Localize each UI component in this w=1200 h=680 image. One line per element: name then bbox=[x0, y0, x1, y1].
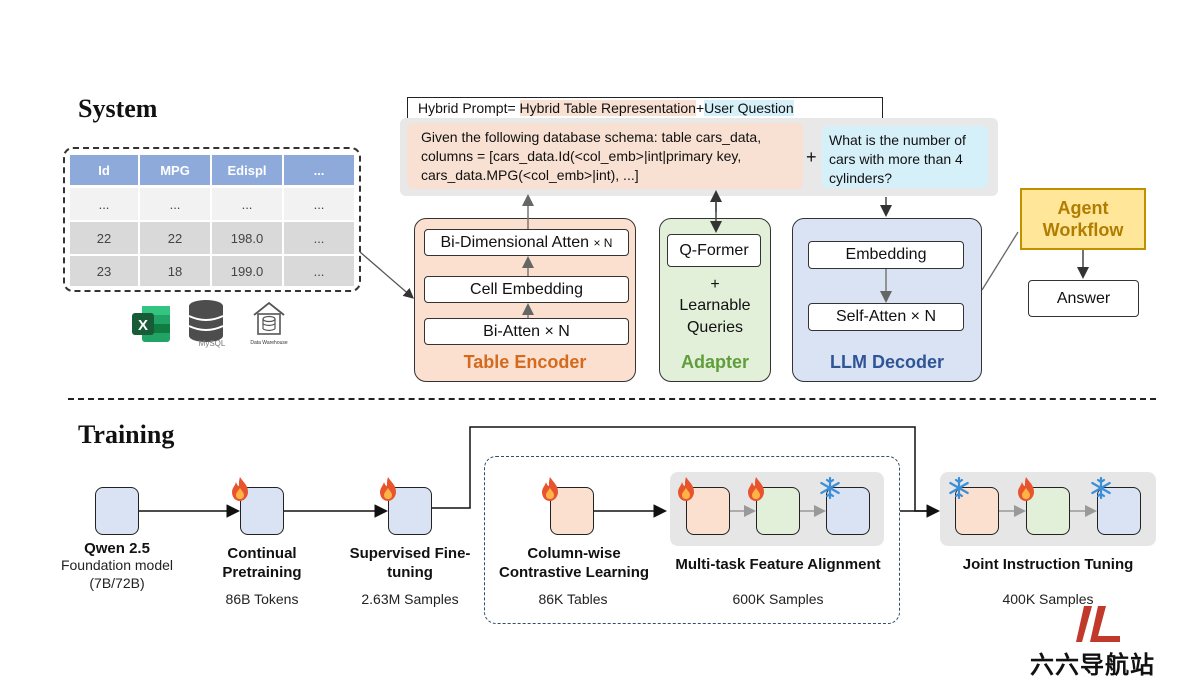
cell-embedding-layer: Cell Embedding bbox=[424, 276, 629, 303]
table-divider bbox=[282, 155, 284, 185]
table-divider bbox=[282, 188, 284, 286]
stage-title-joint-instruction-tuning: Joint Instruction Tuning bbox=[962, 556, 1134, 573]
table-header-cell: ... bbox=[313, 162, 325, 178]
svg-text:X: X bbox=[138, 317, 148, 334]
flame-icon bbox=[542, 477, 558, 501]
arrow-decoder-to-agent bbox=[981, 231, 1019, 291]
arrow-table-to-encoder bbox=[359, 251, 414, 299]
hybrid-prompt-plus: + bbox=[695, 100, 705, 116]
prompt-plus-sign: + bbox=[806, 147, 817, 167]
table-cell: ... bbox=[313, 196, 325, 212]
flame-icon bbox=[748, 477, 764, 501]
table-cell: ... bbox=[241, 196, 253, 212]
flame-icon bbox=[380, 477, 396, 501]
joint-adapter-box bbox=[1026, 487, 1070, 535]
svg-text:Data Warehouse: Data Warehouse bbox=[250, 340, 288, 346]
hybrid-prompt-label: Hybrid Prompt= bbox=[418, 100, 520, 116]
watermark-logo-icon bbox=[1076, 606, 1120, 642]
stage-title-supervised-finetuning: Supervised Fine-tuning bbox=[349, 545, 471, 581]
stage-sub-supervised-finetuning: 2.63M Samples bbox=[361, 591, 459, 607]
table-cell: 23 bbox=[96, 263, 112, 279]
table-cell: 198.0 bbox=[230, 230, 264, 246]
stage-title-column-contrastive: Column-wise Contrastive Learning bbox=[498, 545, 650, 581]
answer-box: Answer bbox=[1028, 280, 1139, 317]
table-cell: 199.0 bbox=[230, 263, 264, 279]
table-cell: 22 bbox=[167, 230, 183, 246]
hybrid-table-representation-label: Hybrid Table Representation bbox=[519, 100, 696, 116]
learnable-queries-label: Learnable Queries bbox=[679, 297, 751, 336]
system-connectors bbox=[359, 190, 1089, 318]
table-cell: ... bbox=[98, 196, 110, 212]
stage-title-qwen: Qwen 2.5 bbox=[84, 540, 150, 557]
table-divider bbox=[138, 155, 140, 185]
training-section-title: Training bbox=[78, 420, 175, 449]
flame-icon bbox=[678, 477, 694, 501]
adapter-plus-sign: + bbox=[710, 276, 720, 293]
stage-title-multitask-alignment: Multi-task Feature Alignment bbox=[675, 556, 881, 573]
stage-sub-joint-instruction-tuning: 400K Samples bbox=[1002, 591, 1094, 607]
qwen-stage-box bbox=[95, 487, 139, 535]
table-cell: ... bbox=[169, 196, 181, 212]
table-row bbox=[70, 222, 354, 254]
bi-dimensional-atten-layer: Bi-Dimensional Atten × N bbox=[424, 229, 629, 256]
snowflake-icon bbox=[820, 476, 840, 500]
table-header-row bbox=[70, 155, 354, 185]
sample-data-table bbox=[63, 147, 361, 292]
table-header-cell: Edispl bbox=[227, 162, 267, 178]
alignment-stage-group bbox=[484, 456, 900, 624]
table-cell: 22 bbox=[96, 230, 112, 246]
bi-dimensional-atten-suffix: × N bbox=[593, 235, 613, 250]
bi-dimensional-atten-label: Bi-Dimensional Atten bbox=[440, 233, 590, 251]
schema-text-box: Given the following database schema: tab… bbox=[407, 123, 803, 189]
table-row bbox=[70, 256, 354, 286]
flame-icon bbox=[232, 477, 248, 501]
stage-sub-qwen: Foundation model (7B/72B) bbox=[60, 557, 174, 591]
table-divider bbox=[210, 155, 212, 185]
svg-text:MySQL: MySQL bbox=[199, 339, 226, 348]
embedding-layer: Embedding bbox=[808, 241, 964, 269]
table-divider bbox=[210, 188, 212, 286]
table-cell: ... bbox=[313, 230, 325, 246]
llm-decoder-title: LLM Decoder bbox=[829, 352, 944, 372]
flame-icon bbox=[1018, 477, 1034, 501]
snowflake-icon bbox=[1091, 476, 1111, 500]
table-header-cell: MPG bbox=[160, 162, 190, 178]
stage-title-continual-pretraining: Continual Pretraining bbox=[222, 545, 302, 581]
q-former-layer: Q-Former bbox=[667, 234, 761, 267]
self-atten-layer: Self-Atten × N bbox=[808, 303, 964, 331]
table-divider bbox=[138, 188, 140, 286]
mysql-database-icon: MySQL bbox=[186, 298, 232, 350]
bi-atten-layer: Bi-Atten × N bbox=[424, 318, 629, 345]
table-header-cell: Id bbox=[98, 162, 110, 178]
table-cell: ... bbox=[313, 263, 325, 279]
data-warehouse-icon: Data Warehouse bbox=[244, 297, 294, 349]
section-divider bbox=[68, 398, 1156, 400]
user-question-box: What is the number of cars with more tha… bbox=[822, 126, 988, 188]
table-row bbox=[70, 188, 354, 220]
table-encoder-title: Table Encoder bbox=[463, 352, 587, 372]
system-section-title: System bbox=[78, 94, 158, 123]
table-cell: 18 bbox=[167, 263, 183, 279]
stage-sub-column-contrastive: 86K Tables bbox=[538, 591, 608, 607]
stage-sub-continual-pretraining: 86B Tokens bbox=[225, 591, 299, 607]
hybrid-prompt-header: Hybrid Prompt= Hybrid Table Representati… bbox=[407, 97, 883, 120]
adapter-title: Adapter bbox=[680, 352, 749, 372]
excel-icon: X bbox=[130, 303, 172, 345]
snowflake-icon bbox=[949, 476, 969, 500]
user-question-label: User Question bbox=[704, 100, 794, 116]
agent-workflow-box: Agent Workflow bbox=[1020, 188, 1146, 250]
stage-sub-multitask-alignment: 600K Samples bbox=[732, 591, 824, 607]
